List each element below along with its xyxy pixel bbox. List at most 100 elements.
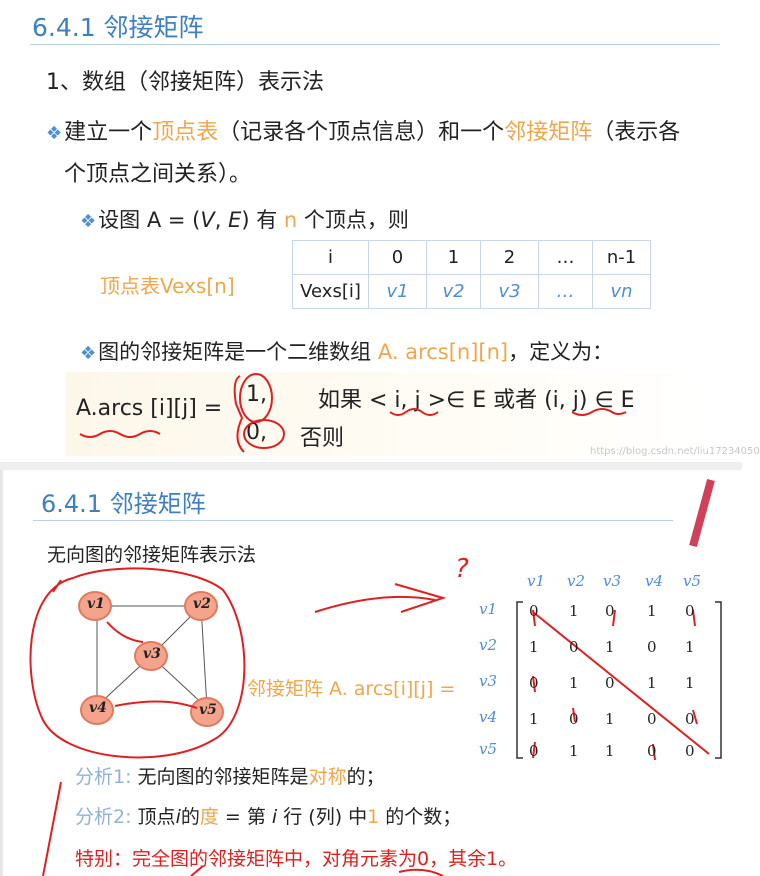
bullet-diamond-icon: ❖: [46, 123, 63, 144]
table-cell: n-1: [592, 240, 651, 275]
table-cell: v2: [426, 274, 481, 309]
slide-undirected-example: 6.4.1 邻接矩阵 无向图的邻接矩阵表示法: [0, 470, 742, 876]
definition-one: 1,: [246, 382, 267, 407]
table-cell: vn: [592, 274, 651, 309]
bullet-diamond-icon: ❖: [80, 211, 97, 232]
bullet-vertex-table: ❖建立一个顶点表（记录各个顶点信息）和一个邻接矩阵（表示各: [46, 120, 681, 145]
matrix-col-label: v3: [603, 572, 622, 590]
graph-node-label: v1: [87, 596, 105, 612]
table-cell: 1: [426, 240, 481, 275]
slide-gap: [0, 462, 742, 470]
circle-annotation: [239, 373, 273, 423]
graph-node: [134, 641, 168, 671]
definition-zero: 0,: [246, 420, 267, 445]
graph-node: [80, 695, 114, 725]
matrix-cell: 1: [605, 710, 615, 728]
table-row: Vexs[i] v1 v2 v3 … vn: [292, 274, 651, 309]
bullet-diamond-icon: ❖: [80, 343, 97, 364]
vertex-table: i 0 1 2 … n-1 Vexs[i] v1 v2 v3 … vn: [292, 240, 651, 309]
table-cell: Vexs[i]: [292, 274, 369, 309]
matrix-row-label: v3: [479, 672, 498, 690]
bullet-matrix-def: ❖图的邻接矩阵是一个二维数组 A. arcs[n][n]，定义为：: [80, 340, 614, 364]
underline-annotation: [389, 408, 439, 416]
matrix-cell: 1: [569, 674, 579, 692]
slide-adjacency-definition: 6.4.1 邻接矩阵 1、数组（邻接矩阵）表示法 ❖建立一个顶点表（记录各个顶点…: [30, 13, 760, 457]
definition-condition: 如果 < i, j >∈ E 或者 (i, j) ∈ E: [318, 388, 635, 413]
matrix-cell: 1: [569, 742, 579, 760]
stroke-annotation: [42, 781, 62, 876]
matrix-cell: 1: [685, 674, 695, 692]
matrix-cell: 0: [685, 602, 695, 620]
graph-node-label: v5: [199, 702, 217, 718]
stroke-annotation: [398, 868, 444, 876]
stroke-annotation: [190, 865, 204, 876]
matrix-row-label: v4: [479, 708, 498, 726]
definition-highlight: [66, 372, 706, 456]
circle-annotation: [243, 419, 285, 449]
matrix-col-label: v5: [683, 572, 702, 590]
arrow-annotation: [394, 583, 447, 613]
matrix-cell: 1: [647, 602, 657, 620]
matrix-brackets: [516, 601, 722, 759]
matrix-cell: 0: [647, 710, 657, 728]
watermark: https://blog.csdn.net/liu17234050: [590, 446, 760, 457]
bullet-graph-def: ❖设图 A = (V, E) 有 n 个顶点，则: [80, 208, 409, 232]
matrix-col-label: v4: [645, 572, 664, 590]
matrix-cell: 0: [647, 638, 657, 656]
matrix-row-label: v5: [479, 740, 498, 758]
analysis-2: 分析2: 顶点i的度 = 第 i 行 (列) 中1 的个数；: [75, 806, 462, 828]
matrix-cell: 0: [605, 602, 615, 620]
graph-node: [184, 591, 218, 621]
matrix-label: 邻接矩阵 A. arcs[i][j] =: [247, 678, 456, 700]
matrix-cell: 1: [605, 638, 615, 656]
table-cell: v1: [368, 274, 427, 309]
matrix-cell: 1: [685, 638, 695, 656]
graph-diagram: [29, 478, 722, 876]
arrow-annotation: [314, 595, 436, 613]
graph-node-label: v3: [143, 646, 161, 662]
definition-lhs: A.arcs [i][j] =: [76, 396, 223, 421]
matrix-cell: 0: [529, 742, 539, 760]
graph-node: [78, 591, 112, 621]
stroke-annotation: [106, 621, 144, 643]
graph-node-label: v4: [89, 700, 107, 716]
graph-node: [190, 697, 224, 727]
matrix-row-label: v1: [479, 600, 498, 618]
corner-mark-annotation: [689, 478, 715, 548]
matrix-row-label: v2: [479, 636, 498, 654]
matrix-col-label: v1: [527, 572, 546, 590]
table-cell: v3: [480, 274, 539, 309]
title-divider: [33, 520, 673, 521]
matrix-cell: 1: [529, 710, 539, 728]
stroke-annotation: [52, 579, 62, 593]
vexs-label: 顶点表Vexs[n]: [100, 274, 235, 298]
matrix-cell: 0: [685, 710, 695, 728]
matrix-cell: 1: [605, 742, 615, 760]
analysis-1: 分析1: 无向图的邻接矩阵是对称的；: [75, 766, 385, 788]
graph-node-label: v2: [193, 596, 211, 612]
red-annotations: [29, 478, 715, 876]
circle-annotation: [29, 567, 246, 759]
title-divider: [30, 44, 720, 45]
special-note: 特别：完全图的邻接矩阵中，对角元素为0，其余1。: [75, 848, 518, 870]
brace-annotation: [233, 375, 245, 453]
underline-annotation: [571, 408, 627, 416]
matrix-cell: 0: [605, 674, 615, 692]
graph-nodes: [78, 591, 224, 727]
table-cell: …: [538, 274, 593, 309]
stroke-annotation: [532, 609, 698, 761]
matrix-cell: 1: [569, 602, 579, 620]
slide-subtitle: 无向图的邻接矩阵表示法: [47, 544, 257, 566]
matrix-cell: 1: [647, 674, 657, 692]
matrix-col-label: v2: [567, 572, 586, 590]
matrix-cell: 1: [529, 638, 539, 656]
stroke-annotation: [114, 700, 198, 709]
slide-title: 6.4.1 邻接矩阵: [41, 490, 206, 518]
question-annotation: ?: [455, 554, 469, 584]
matrix-cell: 0: [529, 674, 539, 692]
matrix-cell: 0: [647, 742, 657, 760]
diagonal-annotation: [532, 611, 710, 755]
underline-annotation: [79, 430, 161, 438]
bullet-vertex-table-cont: 个顶点之间关系）。: [64, 162, 252, 187]
matrix-cell: 0: [685, 742, 695, 760]
